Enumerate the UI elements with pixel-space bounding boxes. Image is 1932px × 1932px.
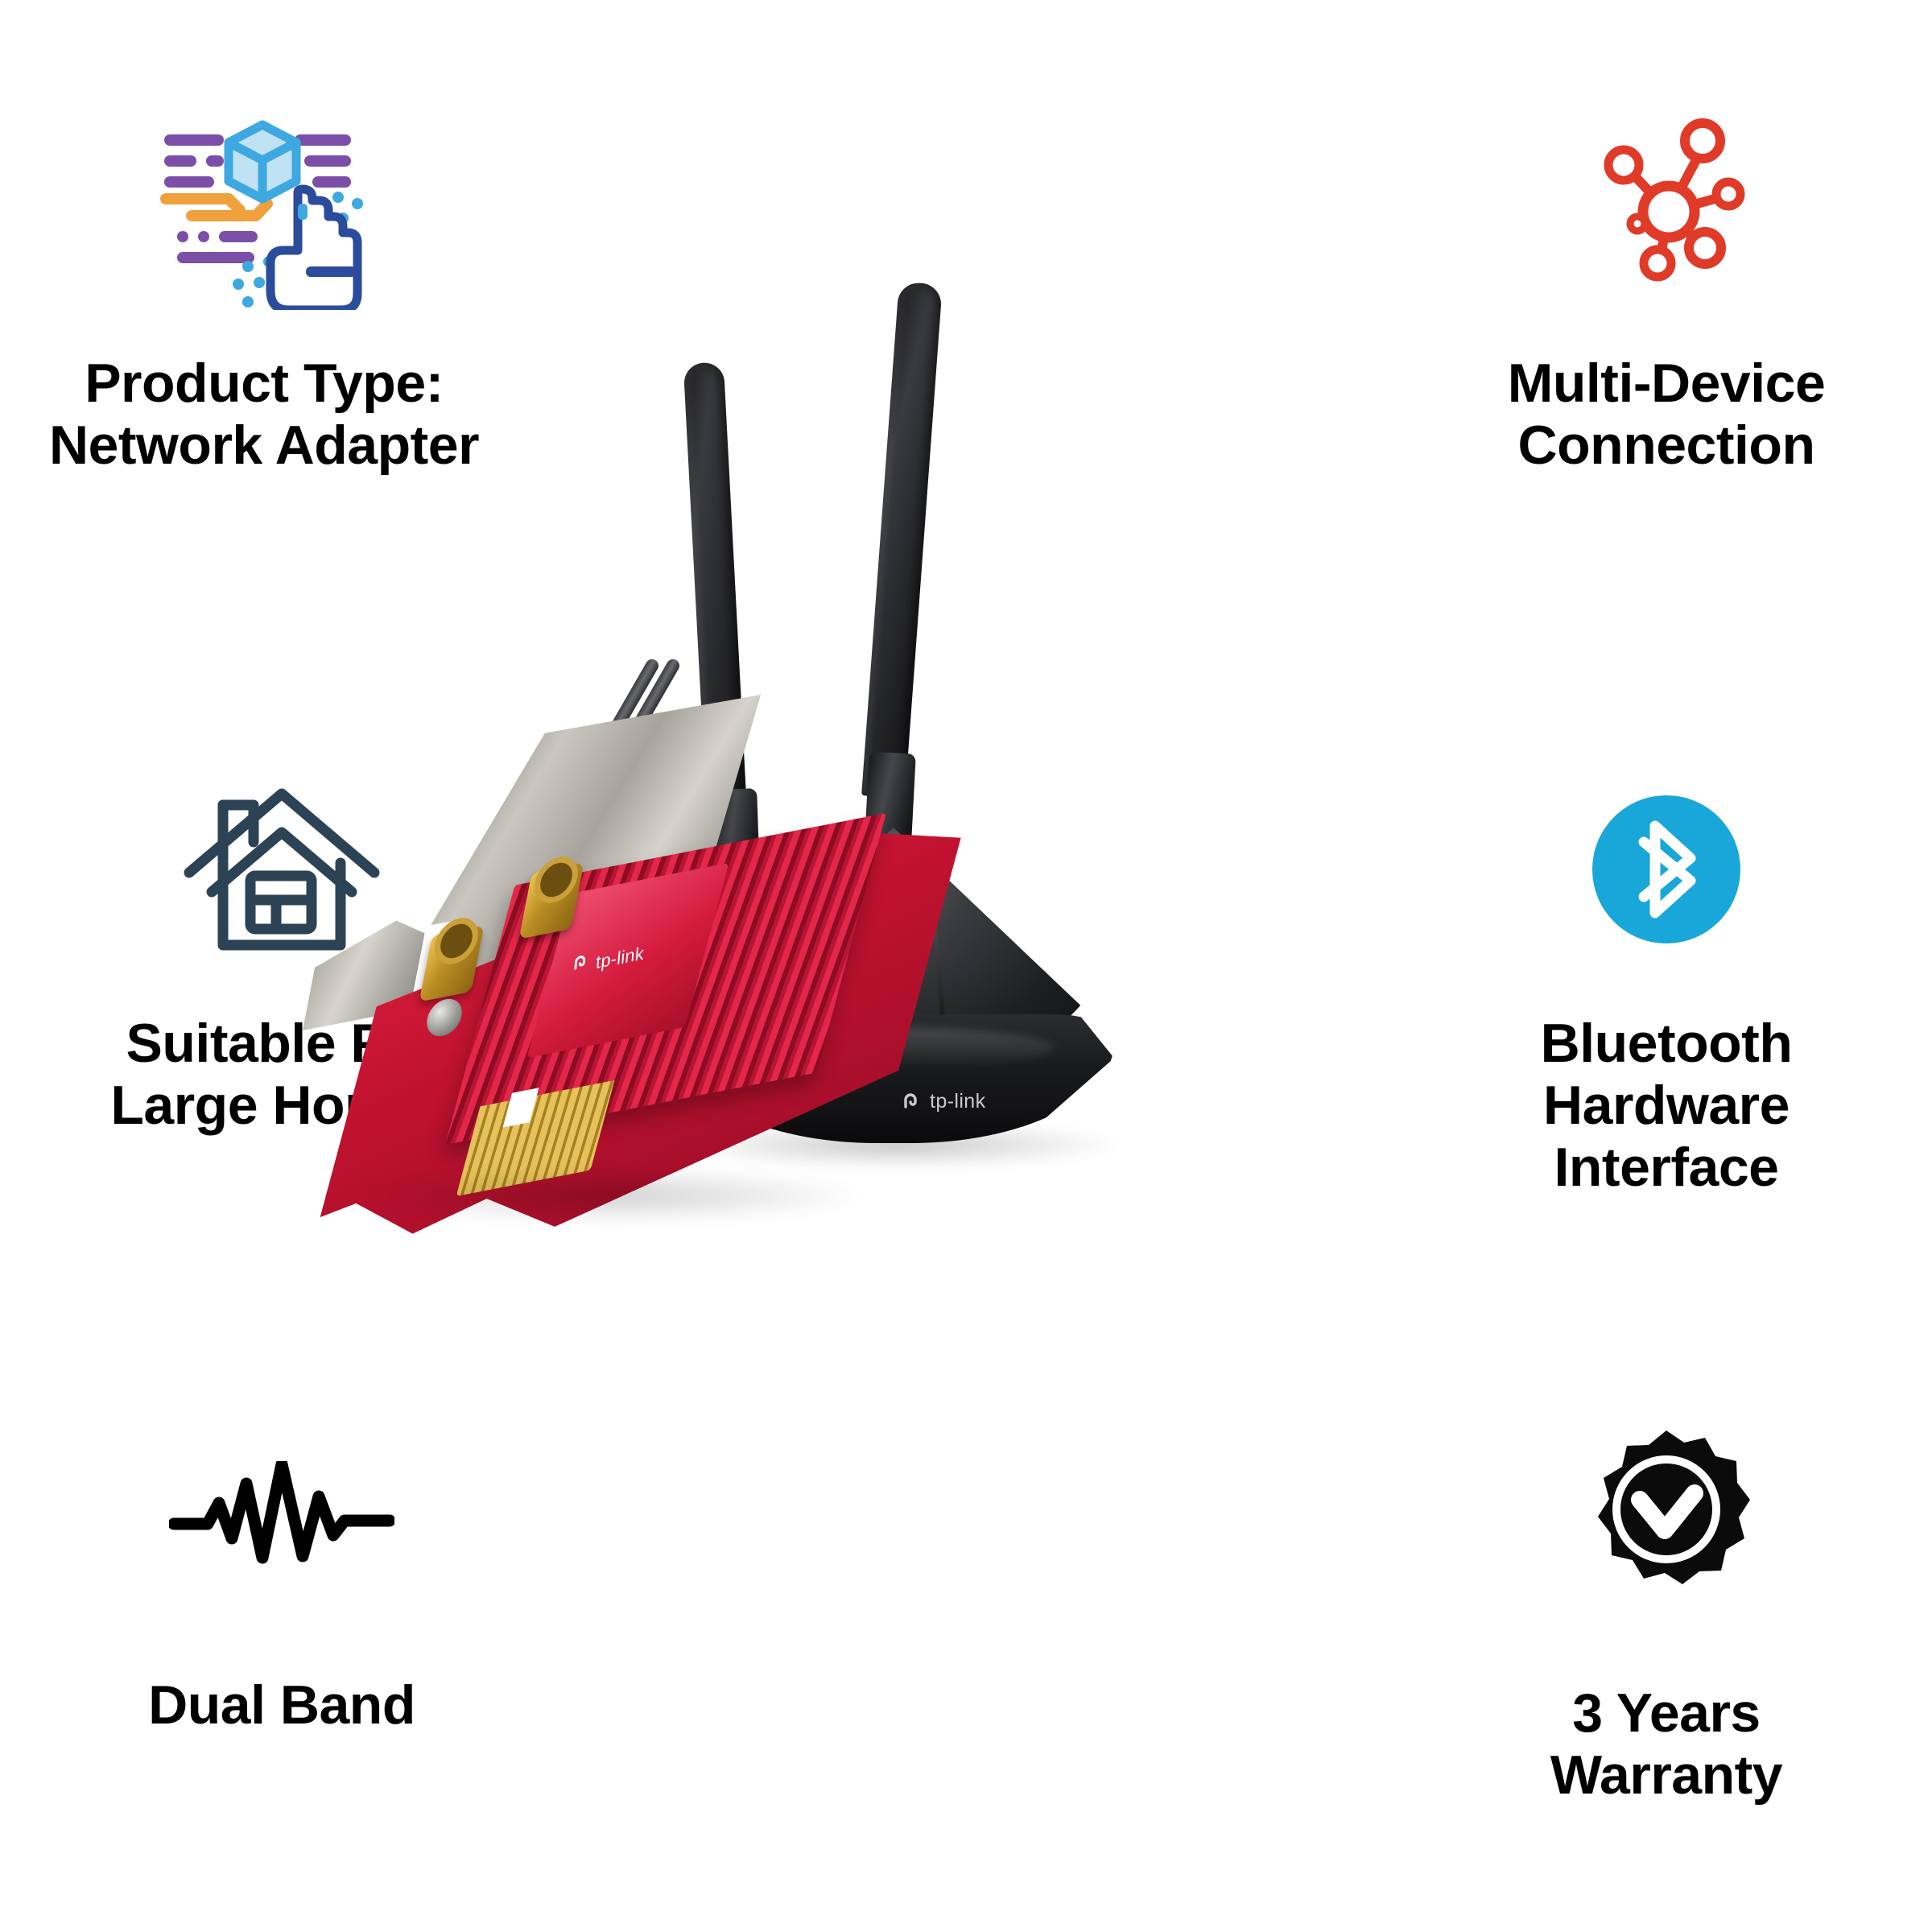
house-icon (184, 788, 380, 951)
icon-wrap-large-homes (181, 749, 382, 990)
feature-label-multi-device: Multi-Device Connection (1507, 353, 1826, 476)
pcie-card-shadow (354, 1167, 869, 1224)
feature-label-product-type: Product Type: Network Adapter (48, 353, 480, 476)
network-hub-icon (1604, 118, 1745, 282)
product-photo: tp-link tp-link (499, 281, 1449, 1562)
icon-wrap-multi-device (1574, 89, 1759, 330)
signal-waveform-icon (169, 1461, 394, 1564)
feature-label-bluetooth: Bluetooth Hardware Interface (1540, 1013, 1793, 1198)
bluetooth-icon (1592, 795, 1740, 943)
tp-link-mark-icon (571, 952, 592, 980)
tp-link-logo-card: tp-link (571, 941, 645, 980)
tp-link-wordmark-base: tp-link (930, 1090, 986, 1113)
icon-wrap-product-type (159, 89, 369, 330)
icon-wrap-bluetooth (1586, 749, 1747, 990)
tp-link-mark-icon (902, 1091, 924, 1113)
feature-multi-device: Multi-Device Connection (1417, 89, 1916, 477)
verified-badge-icon (1598, 1430, 1750, 1584)
feature-product-type: Product Type: Network Adapter (14, 89, 514, 477)
feature-label-dual-band: Dual Band (148, 1674, 415, 1736)
feature-warranty: 3 Years Warranty (1417, 1393, 1916, 1806)
pcie-wifi-card: tp-link (306, 716, 998, 1296)
icon-wrap-warranty (1582, 1393, 1751, 1634)
icon-wrap-dual-band (169, 1441, 394, 1602)
feature-label-warranty: 3 Years Warranty (1550, 1682, 1783, 1806)
3d-box-config-icon (160, 120, 363, 310)
feature-bluetooth: Bluetooth Hardware Interface (1417, 749, 1916, 1198)
tp-link-logo-base: tp-link (902, 1090, 986, 1113)
feature-dual-band: Dual Band (32, 1441, 531, 1736)
